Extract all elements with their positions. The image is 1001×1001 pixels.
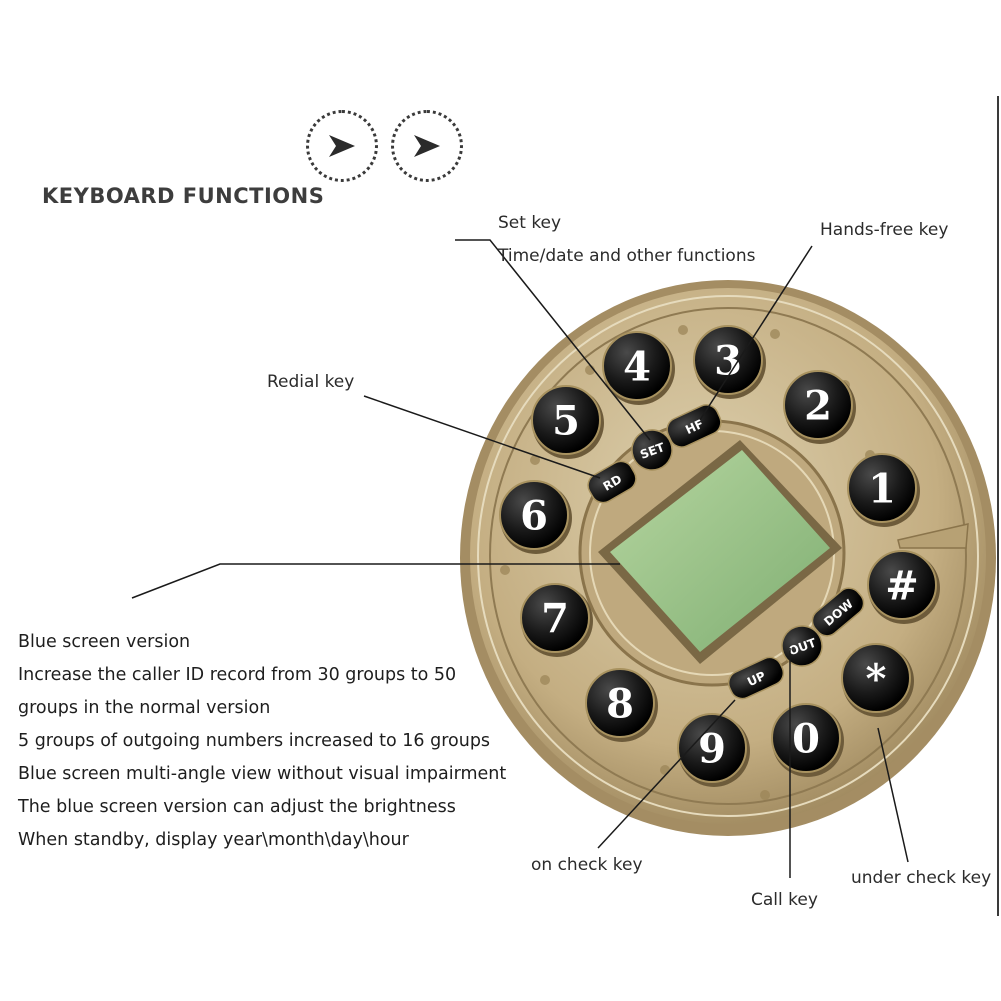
key-8[interactable]: 8	[585, 668, 658, 742]
key-cap	[693, 325, 763, 395]
feature-list: Blue screen version Increase the caller …	[18, 626, 506, 857]
feature-line: groups in the normal version	[18, 698, 271, 718]
redial-leader	[363, 395, 601, 479]
key-cap	[847, 453, 917, 523]
key-label: HF	[683, 417, 705, 437]
key-label: 8	[606, 681, 634, 728]
key-cap	[631, 429, 673, 471]
key-cap	[811, 587, 865, 637]
key-cap	[666, 404, 722, 448]
page-title: KEYBOARD FUNCTIONS	[42, 184, 325, 208]
lcd-screen	[598, 440, 842, 664]
key-label: 5	[552, 398, 580, 445]
key-label: 7	[541, 596, 569, 643]
feature-line: Blue screen multi-angle view without vis…	[18, 764, 507, 784]
key-cap	[499, 480, 569, 550]
key-label: 2	[804, 383, 832, 430]
callout-lines	[131, 239, 909, 878]
key-hash[interactable]: #	[867, 550, 940, 624]
key-1[interactable]: 1	[847, 453, 920, 527]
arrow-right-icon	[414, 135, 440, 157]
key-label: 9	[698, 726, 726, 773]
key-cap	[727, 656, 785, 700]
hf-key[interactable]: HF	[663, 401, 725, 451]
on-check-leader	[597, 699, 736, 849]
key-label: #	[885, 563, 919, 610]
rd-key[interactable]: RD	[584, 457, 641, 507]
key-2[interactable]: 2	[783, 370, 856, 444]
key-label: 0	[792, 716, 820, 763]
up-key[interactable]: UP	[725, 653, 788, 702]
redial-label: Redial key	[267, 372, 355, 392]
key-cap	[783, 370, 853, 440]
hands-free-label: Hands-free key	[820, 220, 949, 240]
key-cap	[587, 460, 637, 504]
hands-free-leader	[699, 245, 813, 421]
key-cap	[841, 643, 911, 713]
under-check-leader	[877, 727, 909, 863]
feature-line: Increase the caller ID record from 30 gr…	[18, 665, 457, 685]
dial-inner-ring	[489, 307, 967, 805]
key-cap	[602, 331, 672, 401]
key-6[interactable]: 6	[499, 480, 572, 554]
key-cap	[531, 385, 601, 455]
on-check-label: on check key	[531, 855, 643, 875]
under-check-label: under check key	[851, 868, 992, 888]
set-key[interactable]: SET	[626, 424, 677, 475]
set-key-leader	[455, 239, 651, 441]
key-cap	[520, 583, 590, 653]
feature-line: The blue screen version can adjust the b…	[18, 797, 456, 817]
key-label: 6	[520, 493, 548, 540]
next-arrow-button[interactable]	[391, 110, 463, 182]
key-4[interactable]: 4	[602, 331, 675, 405]
call-key-label: Call key	[751, 890, 818, 910]
screen-leader	[131, 563, 620, 599]
key-label: *	[866, 656, 887, 703]
arrow-right-icon	[329, 135, 355, 157]
edge-divider	[997, 96, 999, 916]
set-key-label: Set key	[498, 213, 562, 233]
prev-arrow-button[interactable]	[306, 110, 378, 182]
key-cap	[867, 550, 937, 620]
key-cap	[781, 625, 823, 667]
key-label: 1	[868, 466, 896, 513]
key-label: 4	[623, 344, 651, 391]
feature-line: 5 groups of outgoing numbers increased t…	[18, 731, 491, 751]
key-9[interactable]: 9	[677, 713, 750, 787]
feature-line: When standby, display year\month\day\hou…	[18, 830, 409, 850]
key-cap	[771, 703, 841, 773]
feature-line: Blue screen version	[18, 632, 191, 652]
dial-highlight-ring	[477, 295, 979, 817]
out-key[interactable]: OUT	[776, 620, 827, 671]
key-7[interactable]: 7	[520, 583, 593, 657]
key-cap	[677, 713, 747, 783]
key-star[interactable]: *	[841, 643, 914, 717]
set-key-description: Time/date and other functions	[498, 246, 756, 266]
key-cap	[585, 668, 655, 738]
dial-notch	[897, 523, 969, 549]
key-5[interactable]: 5	[531, 385, 604, 459]
